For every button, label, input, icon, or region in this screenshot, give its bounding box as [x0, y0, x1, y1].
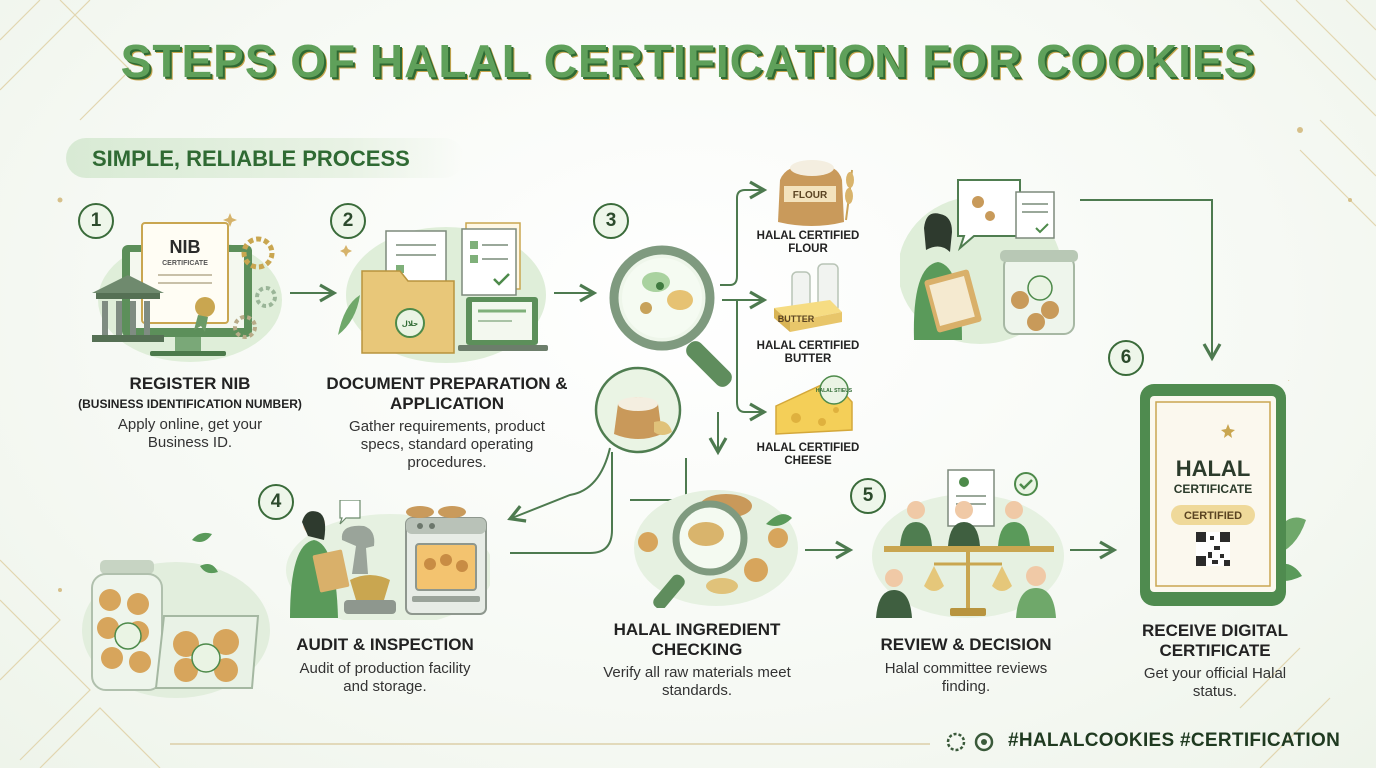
- nib-registration-illustration: NIB CERTIFICATE: [92, 213, 282, 362]
- step-3-title: HALAL INGREDIENT CHECKING: [613, 620, 781, 659]
- step-1-subtitle: (BUSINESS IDENTIFICATION NUMBER): [78, 397, 302, 411]
- step-5-number: 5: [850, 478, 886, 514]
- step-4-title: AUDIT & INSPECTION: [296, 635, 474, 654]
- step-4-number: 4: [258, 484, 294, 520]
- cheese-icon: HALAL STIEUS: [775, 375, 853, 435]
- cheese-tag: HALAL STIEUS: [816, 388, 853, 394]
- cookie-jar-illustration: [82, 532, 270, 698]
- butter-milk-icon: BUTTER: [774, 263, 842, 332]
- step-3-number: 3: [593, 203, 629, 239]
- ingredient-flour-label: HALAL CERTIFIED FLOUR: [756, 230, 860, 255]
- ingredient-cheese-label: HALAL CERTIFIED CHEESE: [756, 442, 860, 467]
- subtitle-banner: [66, 138, 464, 178]
- step-5-description: Halal committee reviews finding.: [884, 660, 1048, 695]
- step-2-title: DOCUMENT PREPARATION & APPLICATION: [326, 374, 568, 413]
- arrow-to-flour: [720, 180, 768, 286]
- gear-icon: [946, 732, 966, 752]
- butter-tag: BUTTER: [778, 314, 815, 324]
- step-4-description: Audit of production facility and storage…: [299, 660, 471, 695]
- digital-certificate-tablet: HALAL CERTIFICATE CERTIFIED: [1140, 380, 1306, 606]
- review-committee-illustration: [872, 469, 1064, 618]
- ingredient-butter-label: HALAL CERTIFIED BUTTER: [756, 340, 860, 365]
- svg-text:حلال: حلال: [402, 321, 418, 328]
- step-6-title: RECEIVE DIGITAL CERTIFICATE: [1141, 621, 1289, 660]
- step-1-title: REGISTER NIB: [129, 374, 251, 393]
- magnifier-inspection-icon: [609, 245, 732, 387]
- social-icons: [946, 732, 994, 752]
- certificate-badge: CERTIFIED: [1184, 510, 1242, 522]
- step-2-number: 2: [330, 203, 366, 239]
- step-6-number: 6: [1108, 340, 1144, 376]
- badge-icon: [974, 732, 994, 752]
- qr-code-icon: [1196, 532, 1230, 566]
- hashtags: #HALALCOOKIES #CERTIFICATION: [1008, 730, 1341, 751]
- nib-badge-subtext: CERTIFICATE: [162, 260, 208, 267]
- arrow-to-cheese: [736, 300, 768, 422]
- arrow-to-audit: [507, 447, 611, 523]
- step-1-number: 1: [78, 203, 114, 239]
- flour-check-circle-icon: [594, 366, 682, 454]
- arrow-auditor-cert: [1080, 199, 1222, 362]
- step-1-description: Apply online, get your Business ID.: [117, 416, 263, 451]
- audit-inspection-illustration: [286, 500, 490, 620]
- step-2-description: Gather requirements, product specs, stan…: [349, 418, 545, 471]
- auditor-illustration: [900, 179, 1078, 344]
- step-5-title: REVIEW & DECISION: [880, 635, 1052, 654]
- nib-badge-text: NIB: [170, 237, 201, 257]
- step-6-description: Get your official Halal status.: [1143, 665, 1287, 700]
- certificate-subtitle: CERTIFICATE: [1174, 482, 1252, 496]
- certificate-title: HALAL: [1176, 456, 1251, 481]
- page-subtitle: SIMPLE, RELIABLE PROCESS: [92, 146, 410, 171]
- flour-tag: FLOUR: [793, 190, 828, 201]
- document-preparation-illustration: حلال: [338, 222, 548, 363]
- ingredient-checking-illustration: [634, 490, 798, 608]
- flour-bag-icon: FLOUR: [778, 160, 854, 226]
- step-3-description: Verify all raw materials meet standards.: [603, 664, 791, 699]
- page-title: STEPS OF HALAL CERTIFICATION FOR COOKIES: [120, 35, 1256, 87]
